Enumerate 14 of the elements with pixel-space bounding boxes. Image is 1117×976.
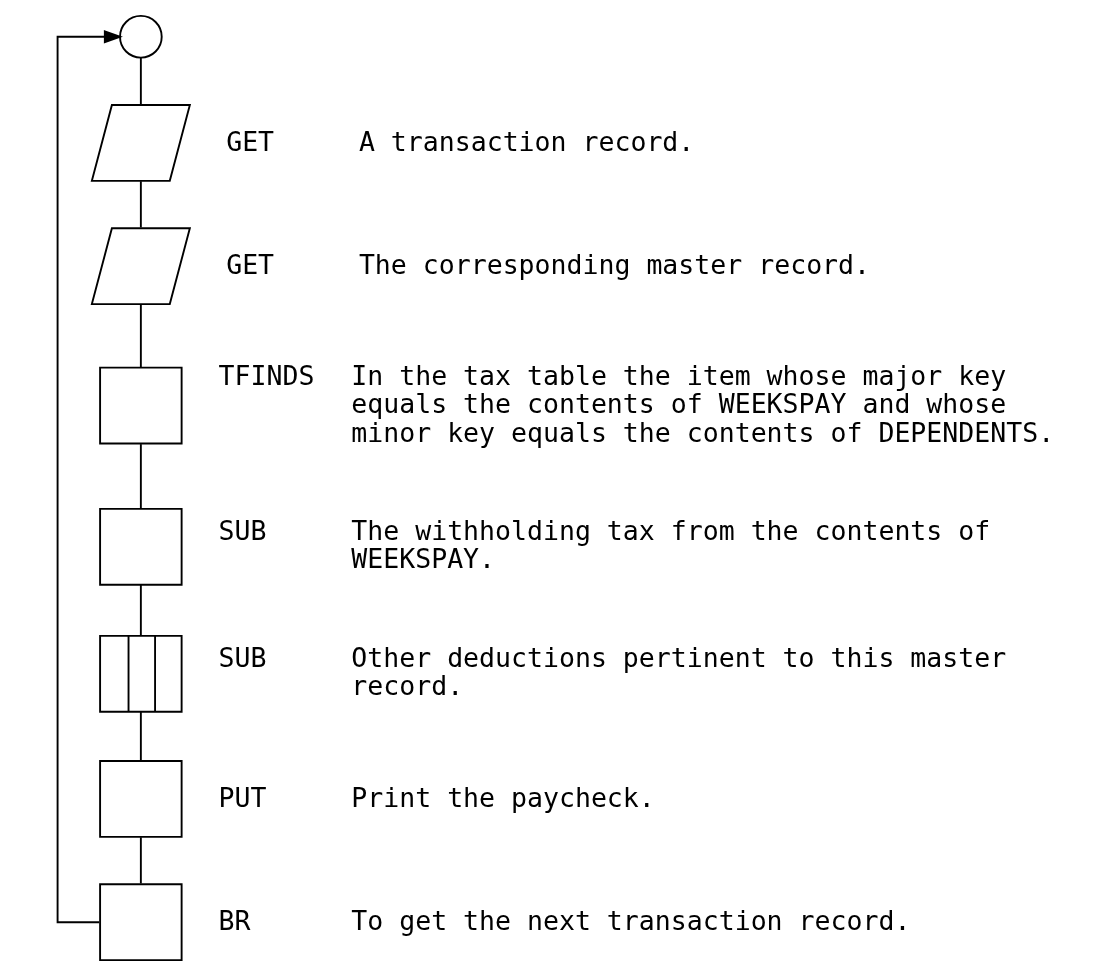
- node-label: TFINDS: [218, 360, 314, 392]
- node-label: The corresponding master record.: [358, 249, 870, 281]
- node-label: Print the paycheck.: [350, 781, 655, 813]
- node-label: SUB: [218, 514, 267, 546]
- node-label: The withholding tax from the contents of WEEKSPAY.: [350, 514, 990, 575]
- node-label: GET: [225, 249, 274, 281]
- node-label: BR: [218, 905, 251, 937]
- node-label: To get the next transaction record.: [350, 905, 910, 937]
- node-label: A transaction record.: [358, 125, 694, 157]
- node-label: PUT: [218, 781, 267, 813]
- node-label: SUB: [218, 641, 267, 673]
- node-label: Other deductions pertinent to this master record.: [350, 641, 1006, 702]
- node-label: In the tax table the item whose major key equals the contents of WEEKSPAY and whose minor key equals the contents of DEPENDENTS.: [350, 360, 1054, 448]
- node-label: GET: [225, 125, 274, 157]
